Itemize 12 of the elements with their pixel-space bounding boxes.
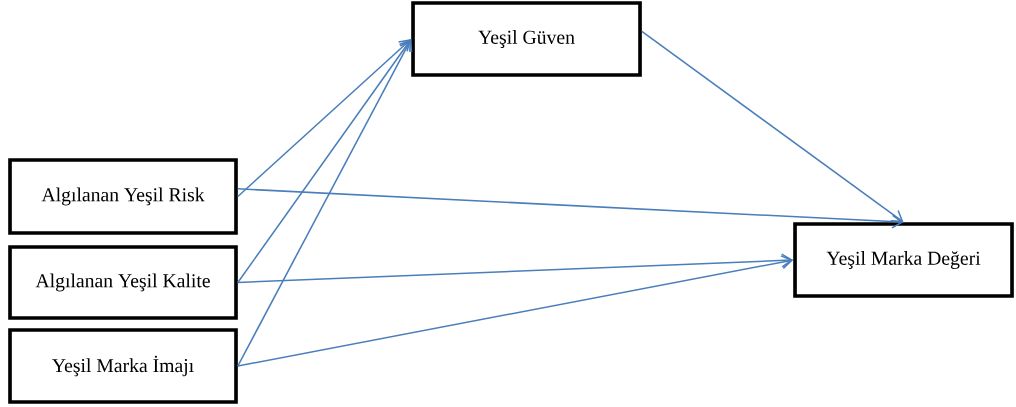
arrow <box>237 39 412 198</box>
concept-box: Yeşil Marka İmajı <box>8 328 238 404</box>
concept-box: Algılanan Yeşil Kalite <box>8 245 238 320</box>
concept-box: Yeşil Güven <box>411 1 642 77</box>
arrow <box>237 188 904 229</box>
arrow <box>641 30 904 223</box>
arrow <box>237 39 413 367</box>
concept-box: Algılanan Yeşil Risk <box>8 158 238 235</box>
arrow <box>237 39 412 284</box>
arrow <box>237 255 794 367</box>
concept-box: Yeşil Marka Değeri <box>793 222 1014 298</box>
arrow <box>237 253 794 284</box>
